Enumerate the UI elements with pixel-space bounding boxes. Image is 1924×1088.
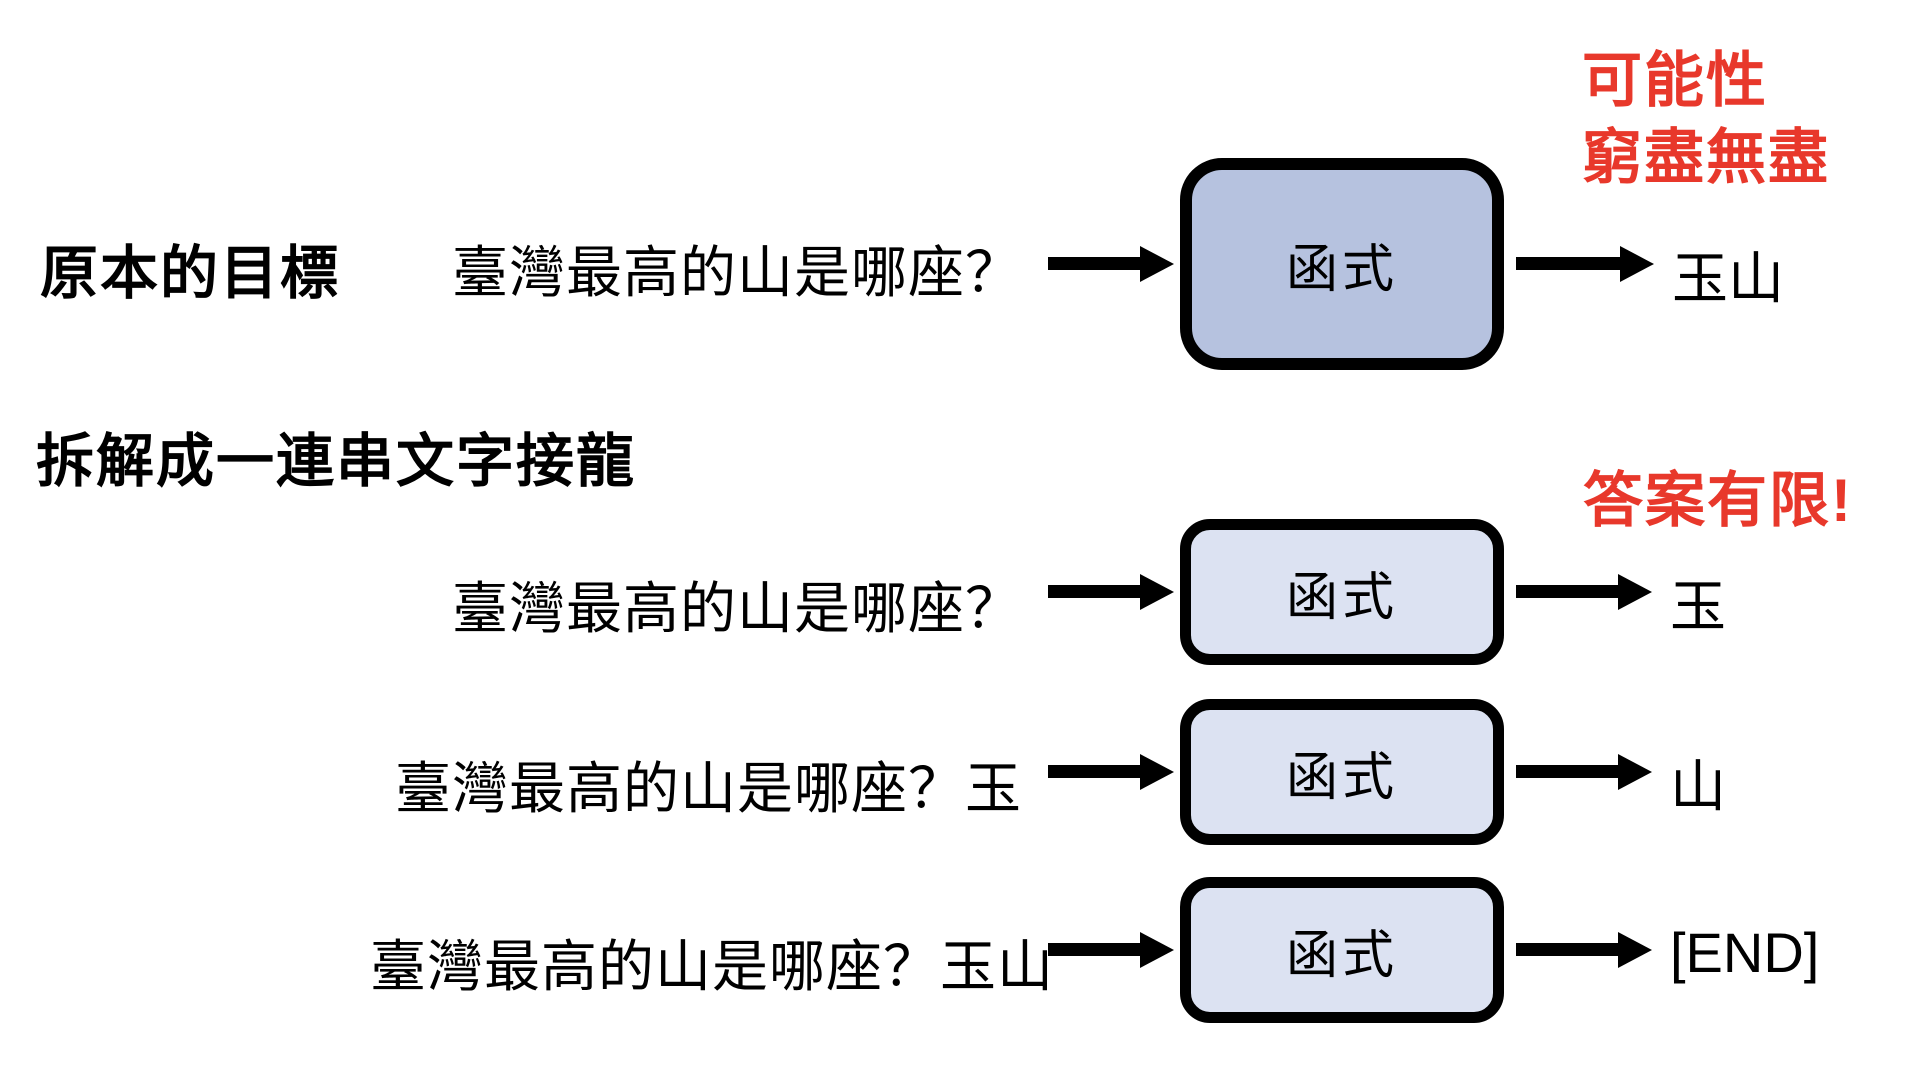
arrow-head xyxy=(1618,754,1652,790)
arrow-head xyxy=(1140,574,1174,610)
arrow-shaft xyxy=(1048,585,1148,598)
function-box: 函式 xyxy=(1180,877,1504,1023)
arrow-right-icon xyxy=(1516,754,1652,790)
arrow-shaft xyxy=(1516,943,1626,956)
annotation-line2: 窮盡無盡 xyxy=(1582,124,1830,191)
flow3-input-text: 臺灣最高的山是哪座？玉 xyxy=(395,757,1022,820)
arrow-head xyxy=(1618,932,1652,968)
arrow-shaft xyxy=(1516,257,1628,270)
arrow-shaft xyxy=(1516,765,1626,778)
arrow-shaft xyxy=(1048,943,1148,956)
arrow-right-icon xyxy=(1048,754,1174,790)
annotation-unlimited-possibilities: 可能性 窮盡無盡 xyxy=(1582,42,1830,196)
function-box: 函式 xyxy=(1180,699,1504,845)
arrow-shaft xyxy=(1516,585,1626,598)
flow4-output-text: [END] xyxy=(1670,921,1820,984)
arrow-right-icon xyxy=(1516,574,1652,610)
flow2-input-text: 臺灣最高的山是哪座？ xyxy=(452,577,1022,640)
flow1-input-text: 臺灣最高的山是哪座？ xyxy=(452,241,1022,304)
arrow-right-icon xyxy=(1516,932,1652,968)
arrow-head xyxy=(1140,246,1174,282)
arrow-right-icon xyxy=(1048,932,1174,968)
annotation-limited-answers: 答案有限! xyxy=(1583,467,1853,534)
arrow-right-icon xyxy=(1048,246,1174,282)
section-decomposed-heading: 拆解成一連串文字接龍 xyxy=(36,429,637,494)
arrow-shaft xyxy=(1048,257,1148,270)
arrow-right-icon xyxy=(1516,246,1654,282)
annotation-line1: 可能性 xyxy=(1582,47,1768,114)
arrow-head xyxy=(1140,932,1174,968)
arrow-head xyxy=(1140,754,1174,790)
function-box-primary: 函式 xyxy=(1180,158,1504,370)
flow2-output-text: 玉 xyxy=(1670,575,1726,638)
section-original-heading: 原本的目標 xyxy=(40,241,341,306)
arrow-right-icon xyxy=(1048,574,1174,610)
arrow-head xyxy=(1618,574,1652,610)
flow3-output-text: 山 xyxy=(1670,755,1726,818)
flow1-output-text: 玉山 xyxy=(1672,247,1784,310)
function-box: 函式 xyxy=(1180,519,1504,665)
arrow-head xyxy=(1620,246,1654,282)
flow4-input-text: 臺灣最高的山是哪座？玉山 xyxy=(370,935,1054,998)
arrow-shaft xyxy=(1048,765,1148,778)
